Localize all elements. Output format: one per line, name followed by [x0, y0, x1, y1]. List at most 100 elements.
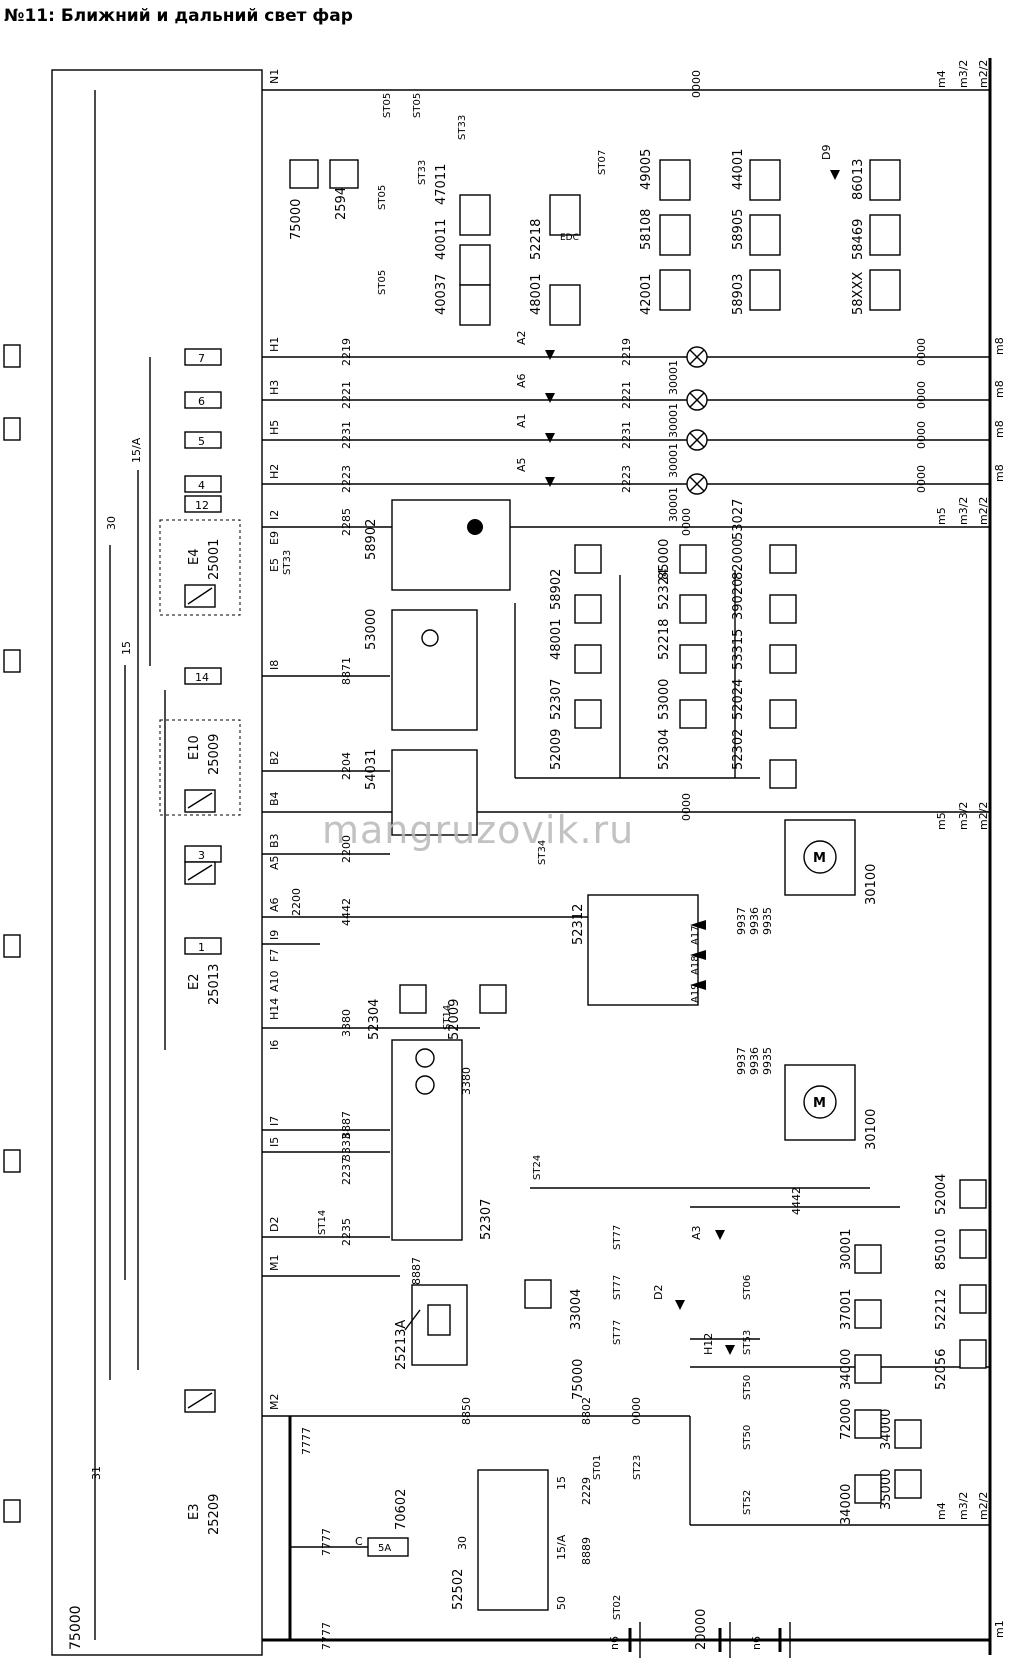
svg-text:2223: 2223	[340, 465, 353, 493]
svg-text:A6: A6	[268, 897, 281, 912]
svg-text:ST23: ST23	[632, 1455, 643, 1480]
svg-text:ST14: ST14	[317, 1210, 328, 1235]
svg-text:15: 15	[120, 641, 133, 655]
svg-text:H5: H5	[268, 420, 281, 435]
svg-text:42001: 42001	[639, 274, 654, 315]
svg-text:ST33: ST33	[417, 160, 428, 185]
relay-E4: E4 25001	[159, 519, 241, 616]
svg-text:I9: I9	[268, 930, 281, 940]
svg-text:ST05: ST05	[377, 270, 388, 295]
svg-text:52009: 52009	[549, 729, 564, 770]
svg-text:30: 30	[456, 1536, 469, 1550]
relay-E10: E10 25009	[159, 719, 241, 816]
connector-tags: ST05 ST05 ST33 ST33 ST05 ST05 ST07 ST33 …	[282, 93, 753, 1620]
svg-text:52056: 52056	[934, 1349, 949, 1390]
svg-text:58905: 58905	[731, 209, 746, 250]
svg-text:m5: m5	[935, 507, 948, 525]
svg-text:ST05: ST05	[377, 185, 388, 210]
svg-text:E3: E3	[187, 1504, 202, 1521]
page-title: №11: Ближний и дальний свет фар	[4, 6, 353, 26]
svg-text:7777: 7777	[320, 1622, 333, 1650]
svg-text:44001: 44001	[731, 149, 746, 190]
svg-text:M1: M1	[268, 1255, 281, 1272]
svg-text:H14: H14	[268, 998, 281, 1020]
side-legend	[3, 344, 21, 1523]
svg-text:m3/2: m3/2	[957, 1492, 970, 1520]
svg-text:53027: 53027	[731, 499, 746, 540]
svg-text:52302: 52302	[731, 729, 746, 770]
svg-text:8850: 8850	[460, 1397, 473, 1425]
high-beam-icon	[3, 649, 21, 673]
splice-arrows: A2 A6 A1 A5	[515, 330, 555, 487]
svg-text:15/A: 15/A	[555, 1534, 568, 1560]
svg-text:B3: B3	[268, 833, 281, 848]
svg-text:54031: 54031	[364, 749, 379, 790]
switch-53000: 53000	[364, 609, 478, 731]
svg-text:m2/2: m2/2	[977, 60, 990, 88]
svg-text:30100: 30100	[864, 1109, 879, 1150]
svg-text:37001: 37001	[839, 1289, 854, 1330]
svg-text:58902: 58902	[364, 519, 379, 560]
svg-text:n6: n6	[608, 1636, 621, 1650]
svg-text:m1: m1	[993, 1620, 1006, 1638]
svg-text:40037: 40037	[434, 274, 449, 315]
svg-text:20000: 20000	[694, 1609, 709, 1650]
relay-E2: E2 25013	[187, 964, 222, 1005]
wire-numbers: 0000 2219 2219 2221 2221 2231 2231 2223 …	[90, 70, 928, 1650]
svg-text:ST05: ST05	[382, 93, 393, 118]
svg-text:ST33: ST33	[457, 115, 468, 140]
relay-E3: E3 25209	[184, 1389, 222, 1535]
svg-text:2200: 2200	[340, 835, 353, 863]
svg-text:34000: 34000	[879, 1409, 894, 1450]
svg-text:30001: 30001	[667, 443, 680, 478]
svg-text:ST34: ST34	[537, 840, 548, 865]
svg-text:5: 5	[198, 435, 205, 448]
svg-text:ST77: ST77	[612, 1320, 623, 1345]
svg-text:30: 30	[105, 516, 118, 530]
svg-text:25009: 25009	[207, 734, 222, 775]
svg-text:ST02: ST02	[612, 1595, 623, 1620]
svg-text:48001: 48001	[549, 619, 564, 660]
svg-text:58469: 58469	[851, 219, 866, 260]
svg-text:2231: 2231	[340, 421, 353, 449]
svg-text:M: M	[813, 851, 826, 866]
svg-text:0000: 0000	[690, 70, 703, 98]
svg-text:52502: 52502	[451, 1569, 466, 1610]
svg-text:n6: n6	[750, 1636, 763, 1650]
switch-58902: 58902	[364, 499, 511, 591]
svg-text:A5: A5	[515, 457, 528, 472]
svg-text:52312: 52312	[571, 904, 586, 945]
svg-text:15: 15	[555, 1476, 568, 1490]
wire-runs	[262, 89, 990, 1642]
svg-text:9935: 9935	[761, 907, 774, 935]
svg-text:52004: 52004	[934, 1174, 949, 1215]
svg-text:3: 3	[198, 849, 205, 862]
svg-text:34000: 34000	[839, 1349, 854, 1390]
svg-text:N1: N1	[268, 69, 281, 84]
svg-text:A10: A10	[268, 970, 281, 992]
svg-text:I5: I5	[268, 1137, 281, 1147]
svg-text:D2: D2	[652, 1285, 665, 1300]
svg-text:2229: 2229	[580, 1477, 593, 1505]
svg-text:25213A: 25213A	[394, 1320, 409, 1370]
feeder-lines	[94, 90, 166, 1640]
svg-text:8871: 8871	[340, 657, 353, 685]
svg-text:m8: m8	[993, 464, 1006, 482]
svg-text:53315: 53315	[731, 629, 746, 670]
svg-text:72000: 72000	[839, 1399, 854, 1440]
svg-text:A3: A3	[690, 1225, 703, 1240]
svg-text:6: 6	[198, 395, 205, 408]
svg-text:30001: 30001	[667, 360, 680, 395]
svg-text:49005: 49005	[639, 149, 654, 190]
svg-text:52324: 52324	[657, 569, 672, 610]
svg-text:25013: 25013	[207, 964, 222, 1005]
svg-text:m4: m4	[935, 70, 948, 88]
svg-text:58902: 58902	[549, 569, 564, 610]
svg-text:48001: 48001	[529, 274, 544, 315]
svg-text:ST52: ST52	[742, 1490, 753, 1515]
svg-text:82000: 82000	[731, 539, 746, 580]
svg-text:A6: A6	[515, 373, 528, 388]
svg-text:50: 50	[555, 1596, 568, 1610]
svg-text:70602: 70602	[394, 1489, 409, 1530]
svg-text:14: 14	[195, 671, 209, 684]
